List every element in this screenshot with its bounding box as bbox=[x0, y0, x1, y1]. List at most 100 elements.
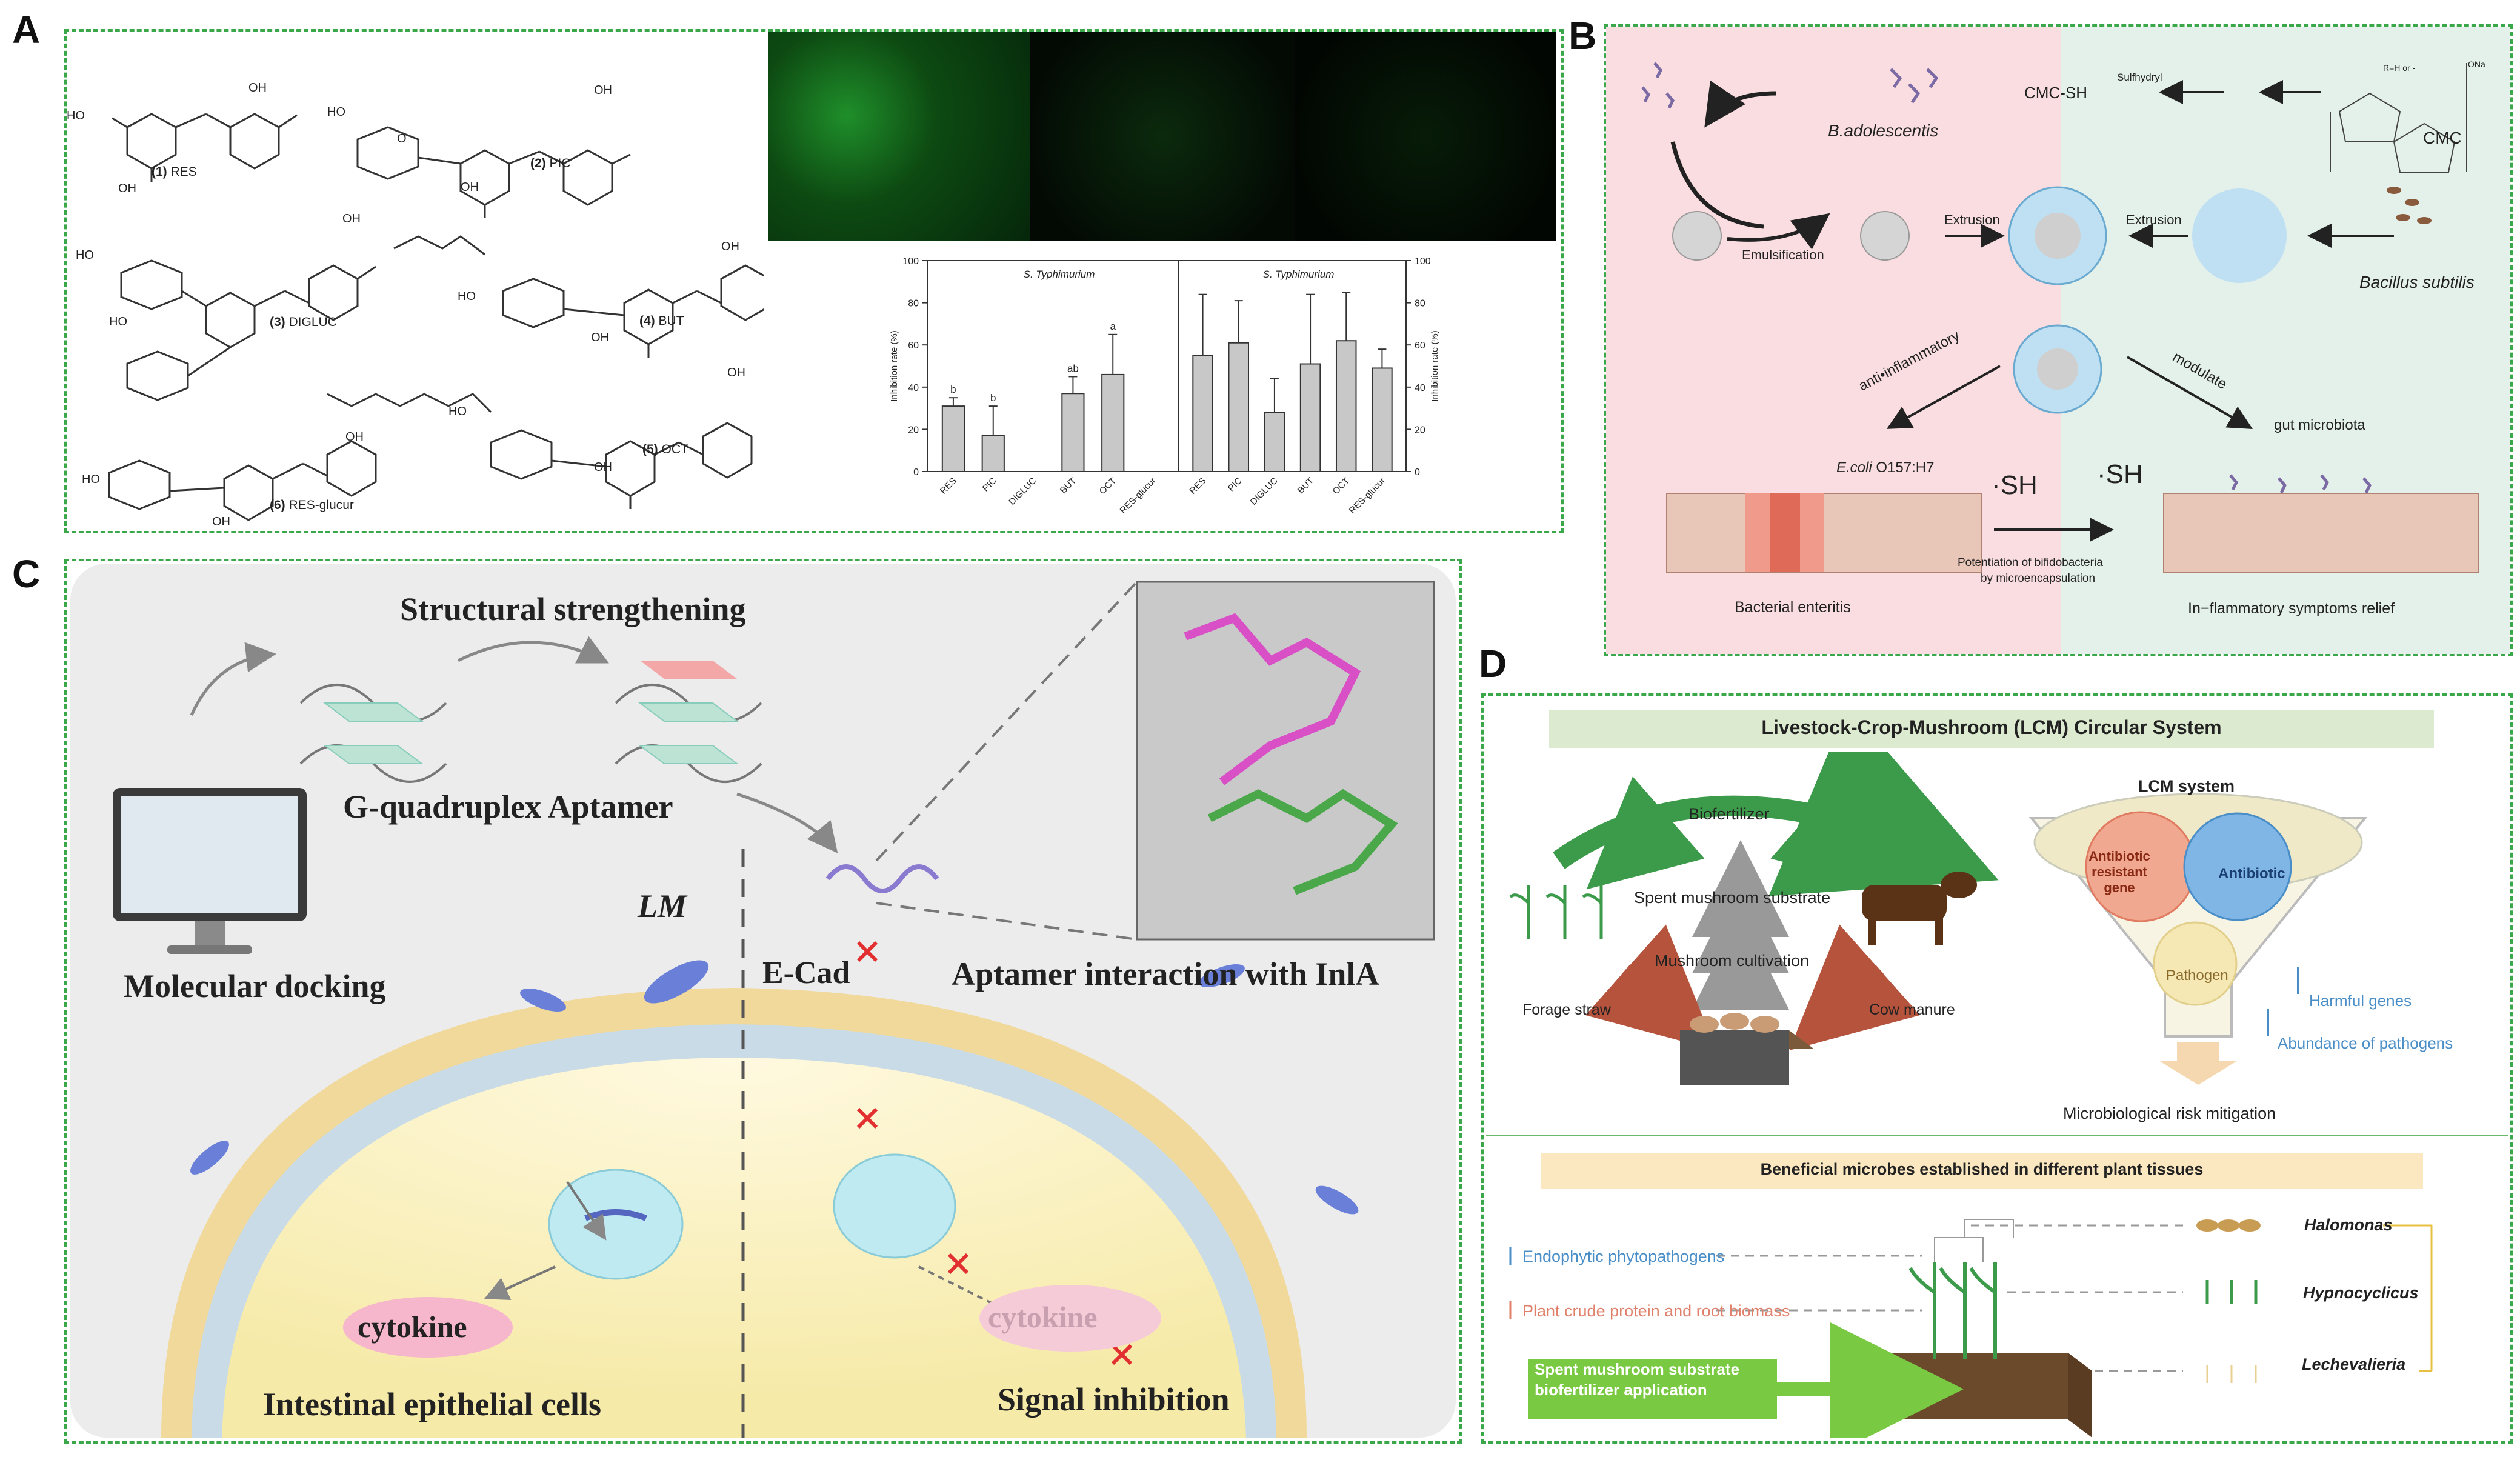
beneficial-title: Beneficial microbes established in diffe… bbox=[1760, 1160, 2204, 1178]
ho-label: HO bbox=[327, 105, 345, 119]
significance-label: b bbox=[990, 392, 996, 404]
bar-res-glucur bbox=[1372, 367, 1393, 472]
b-adolescentis-label: B.adolescentis bbox=[1828, 121, 1939, 140]
cow-manure-label: Cow manure bbox=[1869, 1001, 1955, 1018]
ho-label: HO bbox=[109, 315, 127, 328]
chart-title: S. Typhimurium bbox=[1263, 268, 1335, 280]
o-label: O bbox=[397, 132, 407, 145]
structural-strengthening-label: Structural strengthening bbox=[400, 591, 746, 627]
panel-c-diagram bbox=[113, 581, 1435, 1438]
sh-left-label: ·SH bbox=[1992, 470, 2038, 500]
y-tick-label: 20 bbox=[908, 425, 919, 435]
lechevalieria-label: Lechevalieria bbox=[2302, 1355, 2406, 1373]
panel-a-letter: A bbox=[12, 8, 41, 52]
panel-d-letter: D bbox=[1479, 642, 1507, 685]
hypnocyclicus-label: Hypnocyclicus bbox=[2303, 1284, 2419, 1302]
ho-label: HO bbox=[82, 473, 100, 486]
halomonas-label: Halomonas bbox=[2304, 1216, 2393, 1234]
mushroom-cultivation-label: Mushroom cultivation bbox=[1655, 952, 1810, 970]
category-label: DIGLUC bbox=[1248, 476, 1280, 507]
risk-mitigation-label: Microbiological risk mitigation bbox=[2063, 1104, 2276, 1122]
abundance-pathogens-label: Abundance of pathogens bbox=[2278, 1034, 2453, 1052]
category-label: BUT bbox=[1296, 476, 1316, 496]
bar-pic bbox=[1228, 342, 1250, 472]
category-label: RES bbox=[1188, 476, 1208, 496]
category-label: OCT bbox=[1098, 476, 1118, 496]
micrograph-res bbox=[768, 32, 1030, 241]
bar-oct bbox=[1101, 373, 1125, 472]
g-quadruplex-aptamer-label: G-quadruplex Aptamer bbox=[343, 789, 673, 825]
sh-right-label: ·SH bbox=[2097, 459, 2143, 489]
chemical-structures bbox=[108, 113, 764, 521]
significance-label: b bbox=[950, 384, 956, 395]
panel-d-divider bbox=[1486, 1135, 2508, 1136]
cmc-label: CMC bbox=[2423, 128, 2462, 147]
panel-b-frame bbox=[1604, 24, 2513, 656]
endophytic-label: Endophytic phytopathogens bbox=[1522, 1247, 1725, 1265]
ho-label: HO bbox=[448, 405, 467, 418]
panel-c-letter: C bbox=[12, 552, 41, 596]
r-group-label: R=H or - bbox=[2383, 63, 2416, 73]
panel-b-diagram bbox=[1641, 62, 2479, 573]
y-tick-label: 100 bbox=[1415, 256, 1431, 267]
ho-label: HO bbox=[67, 109, 85, 122]
potentiation-label: Potentiation of bifidobacteria bbox=[1958, 556, 2103, 569]
y-tick-label: 0 bbox=[1415, 467, 1420, 478]
category-label: DIGLUC bbox=[1007, 476, 1038, 507]
intestinal-epithelial-label: Intestinal epithelial cells bbox=[263, 1386, 601, 1422]
by-microencapsulation-label: by microencapsulation bbox=[1981, 572, 2096, 585]
bar-but bbox=[1061, 393, 1085, 472]
compound-label-1: (1) RES bbox=[152, 165, 197, 179]
lcm-title: Livestock-Crop-Mushroom (LCM) Circular S… bbox=[1761, 716, 2222, 738]
cytokine-right-label: cytokine bbox=[988, 1300, 1098, 1334]
compound-label-4: (4) BUT bbox=[639, 314, 684, 328]
category-label: RES-glucur bbox=[1118, 476, 1158, 516]
y-tick-label: 40 bbox=[1415, 383, 1425, 393]
oh-label: OH bbox=[594, 461, 612, 474]
compound-label-3: (3) DIGLUC bbox=[270, 315, 337, 329]
oh-label: OH bbox=[594, 84, 612, 97]
y-axis-label: Inhibition rate (%) bbox=[889, 330, 899, 402]
chart-title: S. Typhimurium bbox=[1024, 268, 1095, 280]
panel-c-frame bbox=[64, 559, 1462, 1444]
extrusion-right-label: Extrusion bbox=[2126, 212, 2182, 227]
oh-label: OH bbox=[118, 182, 136, 195]
category-label: PIC bbox=[981, 476, 999, 494]
y-tick-label: 100 bbox=[902, 256, 919, 267]
oh-label: OH bbox=[342, 212, 361, 225]
y-tick-label: 60 bbox=[1415, 341, 1425, 351]
ecoli-label: E.coli O157:H7 bbox=[1836, 459, 1935, 476]
category-label: RES-glucur bbox=[1347, 476, 1387, 516]
extrusion-left-label: Extrusion bbox=[1944, 212, 2000, 227]
plant-tissue-diagram bbox=[1509, 1219, 2433, 1438]
panel-b-letter: B bbox=[1568, 14, 1597, 58]
compound-label-5: (5) OCT bbox=[642, 442, 688, 456]
y-tick-label: 40 bbox=[908, 383, 919, 393]
bar-digluc bbox=[1264, 412, 1285, 472]
y-tick-label: 0 bbox=[913, 467, 919, 478]
e-cad-label: E-Cad bbox=[762, 956, 850, 990]
category-label: BUT bbox=[1058, 476, 1078, 496]
oh-label: OH bbox=[248, 81, 267, 95]
antibiotic-label: Antibiotic bbox=[2218, 865, 2285, 882]
category-label: PIC bbox=[1226, 476, 1244, 494]
y-tick-label: 20 bbox=[1415, 425, 1425, 435]
ona-label: ONa bbox=[2468, 59, 2485, 69]
cmc-sh-label: CMC-SH bbox=[2024, 84, 2087, 102]
ho-label: HO bbox=[458, 290, 476, 303]
forage-straw-label: Forage straw bbox=[1522, 1001, 1611, 1018]
panel-a-frame bbox=[64, 29, 1564, 533]
bar-oct bbox=[1335, 340, 1357, 472]
oh-label: OH bbox=[212, 515, 230, 528]
compound-label-6: (6) RES-glucur bbox=[270, 498, 354, 512]
signal-inhibition-label: Signal inhibition bbox=[998, 1381, 1230, 1418]
inflammatory-relief-label: In−flammatory symptoms relief bbox=[2188, 600, 2395, 617]
y-tick-label: 80 bbox=[908, 299, 919, 309]
bacterial-enteritis-label: Bacterial enteritis bbox=[1735, 599, 1851, 616]
category-label: OCT bbox=[1331, 476, 1352, 496]
bacillus-label: Bacillus subtilis bbox=[2359, 273, 2475, 292]
spent-substrate-label: Spent mushroom substrate bbox=[1634, 889, 1831, 907]
